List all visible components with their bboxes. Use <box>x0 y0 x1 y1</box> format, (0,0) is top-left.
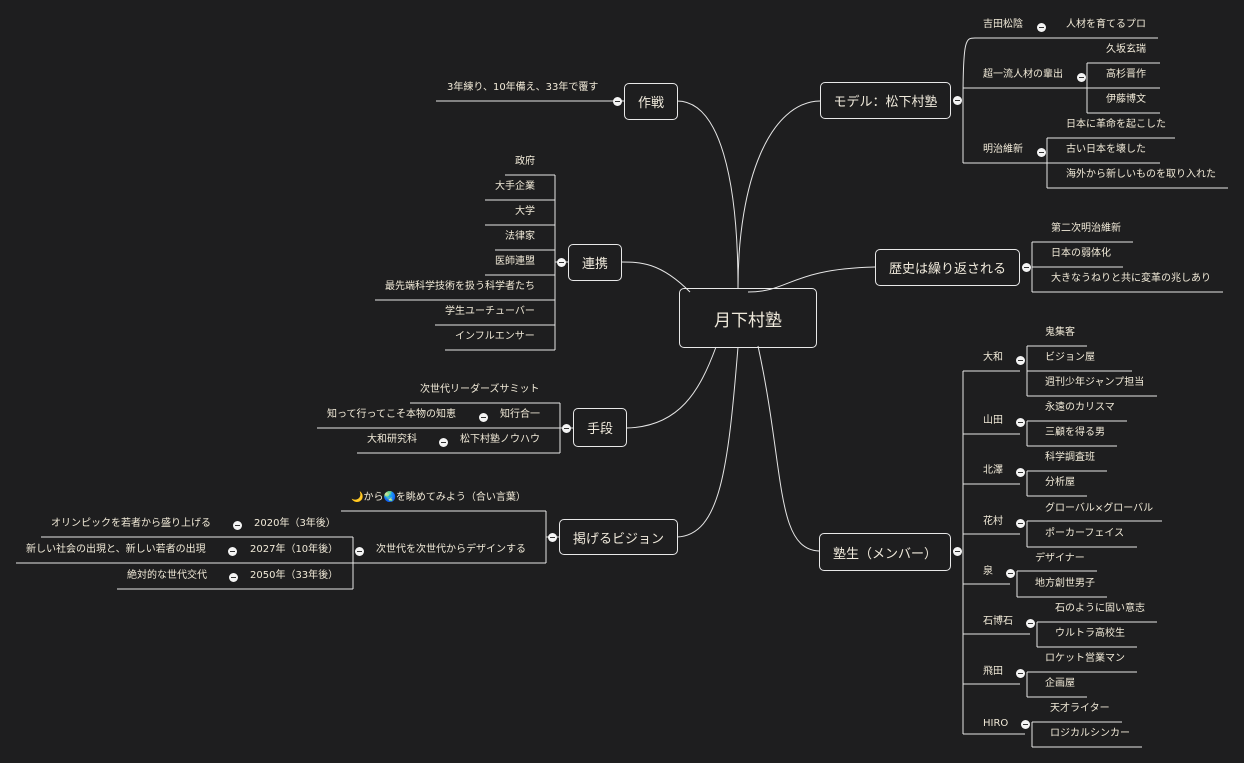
topic-yoshida[interactable]: 吉田松陰 <box>983 19 1023 30</box>
topic-knowhow[interactable]: 松下村塾ノウハウ <box>460 434 540 445</box>
member-trait[interactable]: 鬼集客 <box>1045 327 1075 338</box>
topic-meiji-3[interactable]: 海外から新しいものを取り入れた <box>1066 169 1216 180</box>
topic-partner[interactable]: 政府 <box>515 156 535 167</box>
collapse-toggle-icon[interactable] <box>613 97 622 106</box>
topic-yoshida-child[interactable]: 人材を育てるプロ <box>1066 19 1146 30</box>
topic-meiji-2[interactable]: 古い日本を壊した <box>1066 144 1146 155</box>
collapse-toggle-icon[interactable] <box>1026 619 1035 628</box>
collapse-toggle-icon[interactable] <box>228 547 237 556</box>
collapse-toggle-icon[interactable] <box>1006 569 1015 578</box>
member-trait[interactable]: 天才ライター <box>1050 703 1110 714</box>
topic-year-goal[interactable]: 絶対的な世代交代 <box>127 570 207 581</box>
topic-history-3[interactable]: 大きなうねりと共に変革の兆しあり <box>1051 273 1211 284</box>
member-trait[interactable]: 科学調査班 <box>1045 452 1095 463</box>
topic-year[interactable]: 2020年（3年後） <box>254 518 336 529</box>
topic-partner[interactable]: 学生ユーチューバー <box>445 306 535 317</box>
member-trait[interactable]: ロジカルシンカー <box>1050 728 1130 739</box>
collapse-toggle-icon[interactable] <box>953 547 962 556</box>
branch-members[interactable]: 塾生（メンバー） <box>819 533 951 571</box>
topic-year[interactable]: 2050年（33年後） <box>250 570 339 581</box>
topic-partner[interactable]: インフルエンサー <box>455 331 535 342</box>
member-trait[interactable]: ビジョン屋 <box>1045 352 1095 363</box>
collapse-toggle-icon[interactable] <box>479 413 488 422</box>
topic-year-goal[interactable]: オリンピックを若者から盛り上げる <box>51 518 211 529</box>
collapse-toggle-icon[interactable] <box>1016 356 1025 365</box>
member-name[interactable]: 大和 <box>983 352 1003 363</box>
branch-partners[interactable]: 連携 <box>568 244 622 281</box>
topic-talents[interactable]: 超一流人材の輩出 <box>983 69 1063 80</box>
topic-partner[interactable]: 医師連盟 <box>495 256 535 267</box>
member-trait[interactable]: ウルトラ高校生 <box>1055 628 1125 639</box>
topic-talent-1[interactable]: 久坂玄瑞 <box>1106 44 1146 55</box>
collapse-toggle-icon[interactable] <box>233 521 242 530</box>
root-node[interactable]: 月下村塾 <box>679 288 817 348</box>
topic-partner[interactable]: 大学 <box>515 206 535 217</box>
topic-year-goal[interactable]: 新しい社会の出現と、新しい若者の出現 <box>26 544 206 555</box>
member-trait[interactable]: 地方創世男子 <box>1035 578 1095 589</box>
topic-partner[interactable]: 法律家 <box>505 231 535 242</box>
member-trait[interactable]: 週刊少年ジャンプ担当 <box>1045 377 1145 388</box>
member-trait[interactable]: 企画屋 <box>1045 678 1075 689</box>
topic-talent-3[interactable]: 伊藤博文 <box>1106 94 1146 105</box>
collapse-toggle-icon[interactable] <box>557 258 566 267</box>
member-trait[interactable]: 分析屋 <box>1045 477 1075 488</box>
collapse-toggle-icon[interactable] <box>1016 468 1025 477</box>
collapse-toggle-icon[interactable] <box>1037 23 1046 32</box>
topic-meiji-1[interactable]: 日本に革命を起こした <box>1066 119 1166 130</box>
collapse-toggle-icon[interactable] <box>1077 73 1086 82</box>
collapse-toggle-icon[interactable] <box>1021 720 1030 729</box>
branch-vision[interactable]: 掲げるビジョン <box>559 519 678 555</box>
member-trait[interactable]: 石のように固い意志 <box>1055 603 1145 614</box>
topic-summit[interactable]: 次世代リーダーズサミット <box>420 384 540 395</box>
collapse-toggle-icon[interactable] <box>1016 669 1025 678</box>
member-trait[interactable]: デザイナー <box>1035 553 1085 564</box>
collapse-toggle-icon[interactable] <box>1037 148 1046 157</box>
collapse-toggle-icon[interactable] <box>1016 418 1025 427</box>
topic-design[interactable]: 次世代を次世代からデザインする <box>376 544 526 555</box>
member-trait[interactable]: グローバル×グローバル <box>1045 503 1154 514</box>
topic-partner[interactable]: 最先端科学技術を扱う科学者たち <box>385 281 535 292</box>
topic-talent-2[interactable]: 高杉晋作 <box>1106 69 1146 80</box>
topic-motto[interactable]: 🌙から🌏を眺めてみよう（合い言葉） <box>351 492 526 503</box>
collapse-toggle-icon[interactable] <box>439 438 448 447</box>
collapse-toggle-icon[interactable] <box>562 424 571 433</box>
member-trait[interactable]: 永遠のカリスマ <box>1045 402 1115 413</box>
collapse-toggle-icon[interactable] <box>355 547 364 556</box>
topic-chikou[interactable]: 知行合一 <box>500 409 540 420</box>
collapse-toggle-icon[interactable] <box>229 573 238 582</box>
topic-strategy-child[interactable]: 3年練り、10年備え、33年で覆す <box>447 82 599 93</box>
topic-chikou-child[interactable]: 知って行ってこそ本物の知恵 <box>327 409 456 420</box>
topic-year[interactable]: 2027年（10年後） <box>250 544 339 555</box>
member-name[interactable]: 山田 <box>983 415 1003 426</box>
topic-history-2[interactable]: 日本の弱体化 <box>1051 248 1111 259</box>
topic-meiji[interactable]: 明治維新 <box>983 144 1023 155</box>
member-name[interactable]: HIRO <box>983 718 1009 729</box>
member-trait[interactable]: ポーカーフェイス <box>1045 528 1125 539</box>
branch-strategy[interactable]: 作戦 <box>624 83 678 120</box>
member-trait[interactable]: ロケット営業マン <box>1045 653 1125 664</box>
branch-means[interactable]: 手段 <box>573 408 627 447</box>
member-name[interactable]: 石博石 <box>983 616 1013 627</box>
member-name[interactable]: 花村 <box>983 516 1003 527</box>
topic-partner[interactable]: 大手企業 <box>495 181 535 192</box>
member-name[interactable]: 北澤 <box>983 465 1003 476</box>
branch-model[interactable]: モデル：松下村塾 <box>820 82 951 119</box>
collapse-toggle-icon[interactable] <box>953 96 962 105</box>
branch-history[interactable]: 歴史は繰り返される <box>875 249 1020 286</box>
member-name[interactable]: 泉 <box>983 566 993 577</box>
member-trait[interactable]: 三顧を得る男 <box>1045 427 1105 438</box>
collapse-toggle-icon[interactable] <box>1016 519 1025 528</box>
collapse-toggle-icon[interactable] <box>548 533 557 542</box>
topic-history-1[interactable]: 第二次明治維新 <box>1051 223 1121 234</box>
member-name[interactable]: 飛田 <box>983 666 1003 677</box>
topic-knowhow-child[interactable]: 大和研究科 <box>367 434 417 445</box>
collapse-toggle-icon[interactable] <box>1022 263 1031 272</box>
